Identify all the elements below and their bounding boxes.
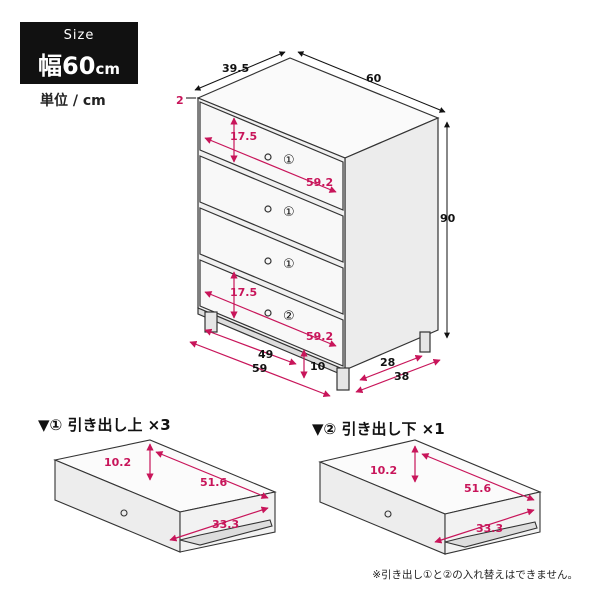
dim-drawer-w-lower: 59.2 <box>306 330 333 343</box>
dim-top: 2 <box>176 94 184 107</box>
drawer2-height: 10.2 <box>370 464 397 477</box>
drawer2-heading: ▼② 引き出し下 ×1 <box>312 420 445 438</box>
size-badge: Size 幅60cm <box>20 22 138 84</box>
size-number: 60 <box>62 52 96 80</box>
size-unit: cm <box>95 60 120 78</box>
drawer-mark-3: ① <box>283 257 295 272</box>
drawer2-depth: 33.3 <box>476 522 503 535</box>
footnote: ※引き出し①と②の入れ替えはできません。 <box>372 569 578 581</box>
dim-inner-d: 28 <box>380 356 395 369</box>
drawer2-width: 51.6 <box>464 482 491 495</box>
size-value: 幅60cm <box>20 46 138 81</box>
dim-drawer-h-upper: 17.5 <box>230 130 257 143</box>
drawer1-depth: 33.3 <box>212 518 239 531</box>
drawer-mark-4: ② <box>283 309 295 324</box>
dim-height: 90 <box>440 212 456 225</box>
dim-drawer-h-lower: 17.5 <box>230 286 257 299</box>
drawer-mark-1: ① <box>283 153 295 168</box>
dim-outer-w: 59 <box>252 362 267 375</box>
dim-drawer-w-upper: 59.2 <box>306 176 333 189</box>
drawer1-height: 10.2 <box>104 456 131 469</box>
dim-leg: 10 <box>310 360 326 373</box>
size-label: Size <box>63 28 95 43</box>
unit-note: 単位 / cm <box>40 93 106 109</box>
dim-width: 60 <box>366 72 382 85</box>
dim-depth: 39.5 <box>222 62 249 75</box>
drawer1-heading: ▼① 引き出し上 ×3 <box>38 416 171 434</box>
drawer-mark-2: ① <box>283 205 295 220</box>
dim-outer-d: 38 <box>394 370 409 383</box>
size-prefix: 幅 <box>38 52 63 80</box>
drawer1-width: 51.6 <box>200 476 227 489</box>
drawer1-drawing <box>53 439 277 553</box>
dim-inner-w: 49 <box>258 348 273 361</box>
